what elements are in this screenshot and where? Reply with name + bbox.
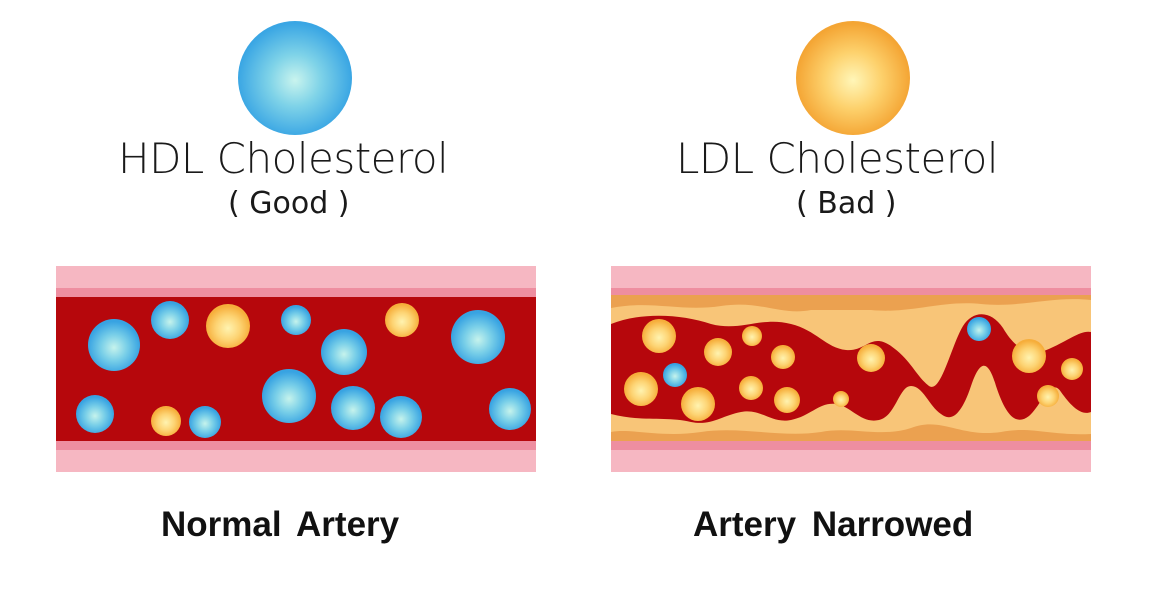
normal-artery-caption: Normal Artery [161, 505, 400, 544]
narrowed-artery-illustration [611, 266, 1091, 472]
hdl-particles [76, 301, 531, 438]
narrowed-lumen [611, 314, 1091, 423]
ldl-title: LDL Cholesterol [676, 134, 999, 183]
ldl-particle-icon [795, 20, 911, 136]
narrowed-artery-caption: Artery Narrowed [693, 505, 974, 544]
hdl-particle-icon [237, 20, 353, 136]
hdl-particles [663, 317, 991, 387]
ldl-quality-label: ( Bad ) [796, 186, 897, 221]
ldl-particles [151, 303, 419, 436]
ldl-panel: LDL Cholesterol ( Bad ) [580, 0, 1160, 609]
hdl-title: HDL Cholesterol [118, 134, 449, 183]
hdl-panel: HDL Cholesterol ( Good ) [56, 20, 536, 544]
hdl-quality-label: ( Good ) [228, 186, 350, 221]
normal-artery-illustration [56, 266, 536, 472]
ldl-particles [624, 319, 1083, 421]
